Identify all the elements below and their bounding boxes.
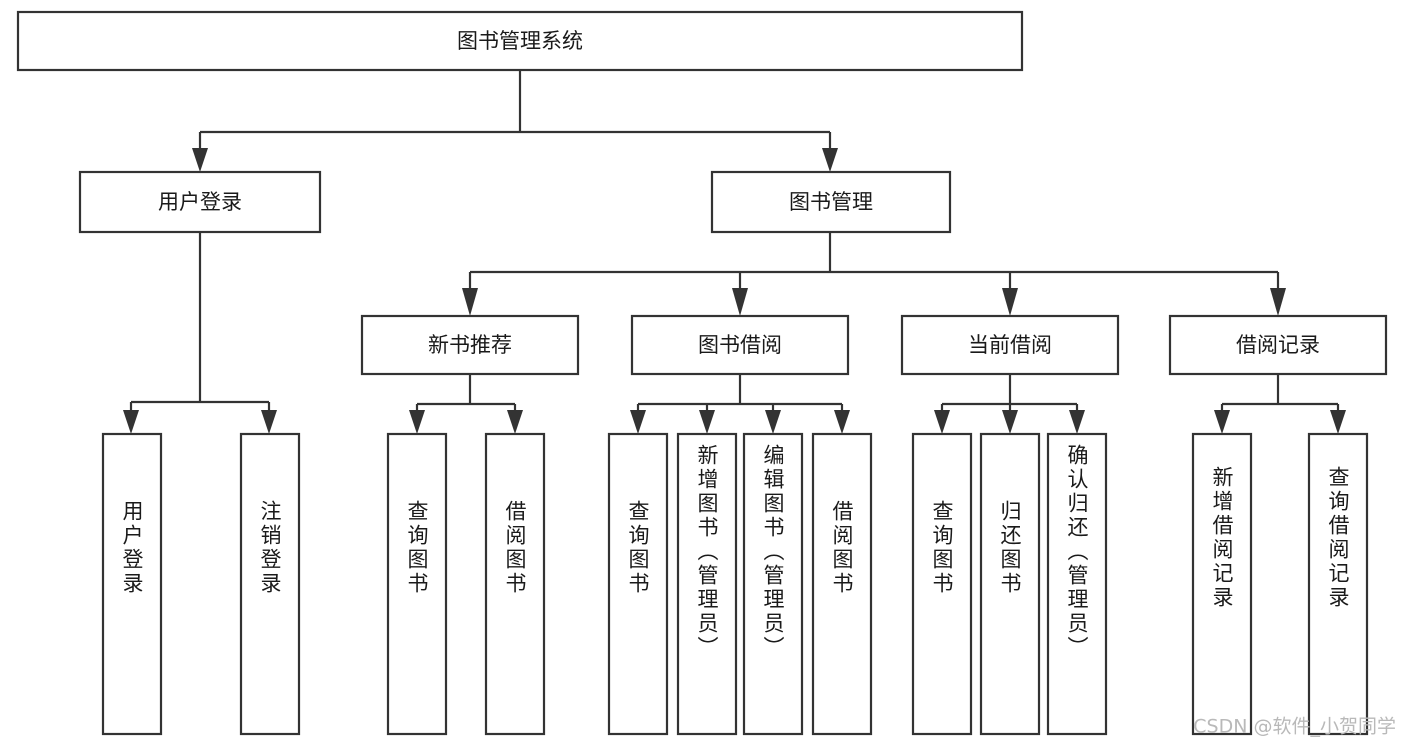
arrow-head-leaf-return-book	[1002, 410, 1018, 434]
arrow-head-leaf-query-record	[1330, 410, 1346, 434]
leaf-user-login-label: 用户登录	[120, 500, 144, 596]
arrow-head-leaf-logout	[261, 410, 277, 434]
connector-group-current-borrow	[934, 374, 1085, 434]
connector-group-borrow-record	[1214, 374, 1346, 434]
arrow-head-to-user-login	[192, 148, 208, 172]
leaf-query-book-recommend[interactable]: 查询图书	[386, 432, 448, 736]
connector-group-book-borrow	[630, 374, 850, 434]
node-borrow-record[interactable]: 借阅记录	[1168, 314, 1388, 376]
node-user-login-box[interactable]	[78, 170, 322, 234]
leaf-borrow-book[interactable]: 借阅图书	[811, 432, 873, 736]
arrow-head-leaf-confirm-return	[1069, 410, 1085, 434]
watermark-label: CSDN @软件_小贺同学	[1193, 716, 1396, 738]
leaf-query-book-borrow-box[interactable]	[607, 432, 669, 736]
leaf-return-book[interactable]: 归还图书	[979, 432, 1041, 736]
leaf-return-book-label: 归还图书	[998, 500, 1022, 596]
node-book-borrow[interactable]: 图书借阅	[630, 314, 850, 376]
arrow-head-leaf-borrow-book-2	[834, 410, 850, 434]
arrow-head-leaf-user-login	[123, 410, 139, 434]
leaf-borrow-book-recommend-label: 借阅图书	[503, 500, 527, 596]
leaf-add-borrow-record[interactable]: 新增借阅记录	[1191, 432, 1253, 736]
leaf-add-borrow-record-label: 新增借阅记录	[1210, 466, 1234, 610]
arrow-head-to-book-borrow	[732, 288, 748, 316]
arrow-head-leaf-add-book	[699, 410, 715, 434]
leaf-query-book-current[interactable]: 查询图书	[911, 432, 973, 736]
arrow-head-leaf-edit-book	[765, 410, 781, 434]
node-current-borrow-box[interactable]	[900, 314, 1120, 376]
node-borrow-record-box[interactable]	[1168, 314, 1388, 376]
connector-group-new-book	[409, 374, 523, 434]
node-new-book-recommend-box[interactable]	[360, 314, 580, 376]
leaf-user-login[interactable]: 用户登录	[101, 432, 163, 736]
node-user-login-label: 用户登录	[158, 190, 242, 214]
leaf-add-book-label: 新增图书（管理员）	[695, 444, 719, 660]
connector-group-root	[192, 70, 838, 172]
leaf-borrow-book-recommend-box[interactable]	[484, 432, 546, 736]
leaf-user-login-box[interactable]	[101, 432, 163, 736]
leaf-add-borrow-record-box[interactable]	[1191, 432, 1253, 736]
leaf-query-borrow-record-label: 查询借阅记录	[1326, 466, 1350, 610]
connector-group-user-login	[123, 232, 277, 434]
leaf-return-book-box[interactable]	[979, 432, 1041, 736]
node-book-management-box[interactable]	[710, 170, 952, 234]
node-book-borrow-label: 图书借阅	[698, 333, 782, 357]
leaf-borrow-book-box[interactable]	[811, 432, 873, 736]
arrow-head-to-book-mgmt	[822, 148, 838, 172]
leaf-query-book-borrow-label: 查询图书	[626, 500, 650, 596]
arrow-head-to-current-borrow	[1002, 288, 1018, 316]
leaf-query-book-current-box[interactable]	[911, 432, 973, 736]
leaf-logout[interactable]: 注销登录	[239, 432, 301, 736]
arrow-head-leaf-query-book-3	[934, 410, 950, 434]
leaf-confirm-return-label: 确认归还（管理员）	[1065, 444, 1089, 660]
leaf-logout-label: 注销登录	[258, 500, 282, 596]
arrow-head-leaf-query-book-1	[409, 410, 425, 434]
leaf-query-borrow-record-box[interactable]	[1307, 432, 1369, 736]
node-borrow-record-label: 借阅记录	[1236, 333, 1320, 357]
node-root-label: 图书管理系统	[457, 29, 583, 53]
node-user-login[interactable]: 用户登录	[78, 170, 322, 234]
node-new-book-recommend[interactable]: 新书推荐	[360, 314, 580, 376]
leaf-logout-box[interactable]	[239, 432, 301, 736]
leaf-edit-book-box[interactable]	[742, 432, 804, 736]
arrow-head-leaf-query-book-2	[630, 410, 646, 434]
leaf-query-borrow-record[interactable]: 查询借阅记录	[1307, 432, 1369, 736]
node-current-borrow[interactable]: 当前借阅	[900, 314, 1120, 376]
leaf-borrow-book-recommend[interactable]: 借阅图书	[484, 432, 546, 736]
leaf-edit-book-label: 编辑图书（管理员）	[761, 444, 785, 660]
leaf-confirm-return[interactable]: 确认归还（管理员）	[1046, 432, 1108, 736]
node-new-book-recommend-label: 新书推荐	[428, 333, 512, 357]
leaf-add-book[interactable]: 新增图书（管理员）	[676, 432, 738, 736]
leaf-add-book-box[interactable]	[676, 432, 738, 736]
node-book-borrow-box[interactable]	[630, 314, 850, 376]
arrow-head-leaf-borrow-book-1	[507, 410, 523, 434]
leaf-confirm-return-box[interactable]	[1046, 432, 1108, 736]
leaf-query-book-borrow[interactable]: 查询图书	[607, 432, 669, 736]
leaf-query-book-recommend-label: 查询图书	[405, 500, 429, 596]
leaf-query-book-current-label: 查询图书	[930, 500, 954, 596]
leaf-query-book-recommend-box[interactable]	[386, 432, 448, 736]
node-root-book-management-system[interactable]: 图书管理系统	[16, 10, 1024, 72]
arrow-head-to-new-book	[462, 288, 478, 316]
node-book-management[interactable]: 图书管理	[710, 170, 952, 234]
leaf-borrow-book-label: 借阅图书	[830, 500, 854, 596]
leaf-edit-book[interactable]: 编辑图书（管理员）	[742, 432, 804, 736]
node-current-borrow-label: 当前借阅	[968, 333, 1052, 357]
arrow-head-leaf-add-record	[1214, 410, 1230, 434]
arrow-head-to-borrow-record	[1270, 288, 1286, 316]
node-root-box[interactable]	[16, 10, 1024, 72]
connector-group-book-mgmt	[462, 232, 1286, 316]
node-book-management-label: 图书管理	[789, 190, 873, 214]
